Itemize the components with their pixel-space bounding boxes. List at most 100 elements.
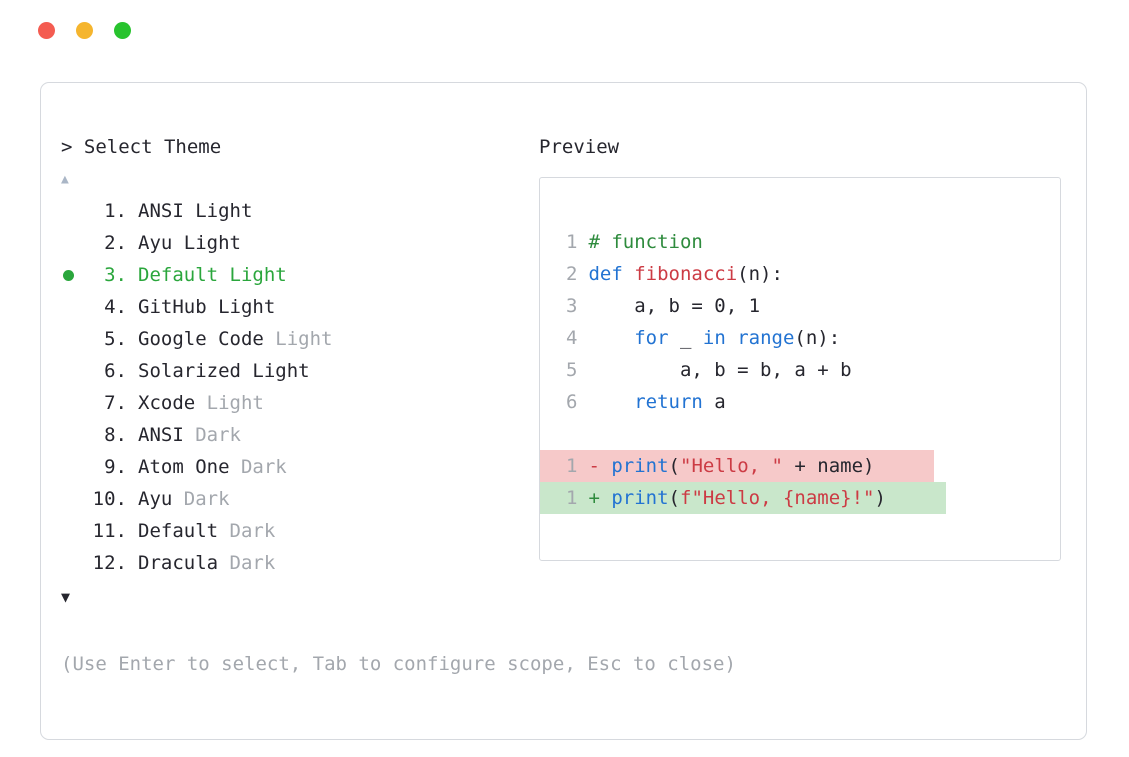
diff-added-line: 1 + print(f"Hello, {name}!")	[540, 482, 946, 514]
theme-item-name: Google Code Light	[138, 328, 333, 350]
theme-item-name: Solarized Light	[138, 360, 310, 382]
line-number: 3	[566, 295, 578, 317]
theme-item-number: 10.	[92, 488, 127, 510]
line-number: 1	[566, 487, 578, 509]
theme-list-item[interactable]: 1. ANSI Light	[61, 195, 521, 227]
theme-picker-panel: > Select Theme ▲ 1. ANSI Light 2. Ayu Light…	[40, 82, 1087, 740]
code-token: a	[702, 391, 726, 413]
code-line: 5 a, b = b, a + b	[540, 354, 1060, 386]
line-number: 1	[566, 231, 578, 253]
theme-item-suffix: Light	[263, 328, 333, 350]
theme-item-name: Ayu Dark	[138, 488, 230, 510]
theme-item-suffix: Light	[195, 392, 264, 414]
theme-item-number: 12.	[92, 552, 127, 574]
code-line: 1 # function	[540, 226, 1060, 258]
theme-list-item[interactable]: 3. Default Light	[61, 259, 521, 291]
line-number: 1	[566, 455, 578, 477]
line-number: 4	[566, 327, 578, 349]
hint-text: (Use Enter to select, Tab to configure s…	[61, 653, 736, 675]
code-line: 2 def fibonacci(n):	[540, 258, 1060, 290]
code-token: _	[668, 327, 703, 349]
code-token: + name)	[782, 455, 875, 477]
line-number: 2	[566, 263, 578, 285]
theme-list-item[interactable]: 9. Atom One Dark	[61, 451, 521, 483]
select-theme-prompt: > Select Theme	[61, 136, 222, 158]
theme-item-name: GitHub Light	[138, 296, 276, 318]
code-token: "Hello, "	[680, 455, 783, 477]
theme-item-number: 2.	[104, 232, 127, 254]
code-token: range	[737, 327, 795, 349]
code-token: (n):	[794, 327, 841, 349]
code-token: print	[611, 455, 669, 477]
theme-item-number: 9.	[104, 456, 127, 478]
theme-item-suffix: Dark	[172, 488, 230, 510]
theme-list-item[interactable]: 12. Dracula Dark	[61, 547, 521, 579]
theme-list-item[interactable]: 7.Xcode Light	[61, 387, 521, 419]
theme-item-number: 11.	[92, 520, 127, 542]
theme-list-item[interactable]: 11. Default Dark	[61, 515, 521, 547]
code-token: a, b = 0, 1	[588, 295, 761, 317]
blank-line	[540, 418, 1060, 450]
preview-label: Preview	[539, 136, 620, 158]
theme-item-number: 3.	[104, 264, 127, 286]
code-token	[588, 391, 634, 413]
theme-list-item[interactable]: 4. GitHub Light	[61, 291, 521, 323]
theme-list-column: > Select Theme ▲ 1. ANSI Light 2. Ayu Light…	[61, 133, 521, 609]
code-token: def	[588, 263, 635, 285]
line-number: 6	[566, 391, 578, 413]
theme-item-name: Xcode Light	[138, 392, 264, 414]
picker-body: > Select Theme ▲ 1. ANSI Light 2. Ayu Light…	[61, 133, 1066, 609]
theme-item-name: Ayu Light	[138, 232, 241, 254]
code-line: 3 a, b = 0, 1	[540, 290, 1060, 322]
theme-item-number: 1.	[104, 200, 127, 222]
code-token: (n):	[737, 263, 783, 285]
theme-item-name: Default Dark	[138, 520, 276, 542]
code-token: in	[702, 327, 726, 349]
theme-list-item[interactable]: 5. Google Code Light	[61, 323, 521, 355]
code-line: 4 for _ in range(n):	[540, 322, 1060, 354]
code-token: +	[588, 487, 612, 509]
diff-removed-line: 1- print("Hello, " + name)	[540, 450, 935, 482]
theme-item-name: Atom One Dark	[138, 456, 287, 478]
code-token: fibonacci	[634, 263, 738, 285]
code-token: f"Hello, {name}!"	[680, 487, 875, 509]
scroll-up-icon: ▲	[61, 172, 69, 187]
selected-dot-icon	[61, 269, 87, 281]
close-button[interactable]	[38, 22, 55, 39]
code-token	[588, 327, 634, 349]
code-token	[726, 327, 737, 349]
code-line: 6 return a	[540, 386, 1060, 418]
theme-item-name: Default Light	[138, 264, 287, 286]
code-token: (	[668, 455, 680, 477]
code-token: a, b = b, a + b	[588, 359, 852, 381]
theme-list-item[interactable]: 8.ANSI Dark	[61, 419, 521, 451]
theme-item-name: ANSI Dark	[138, 424, 241, 446]
minimize-button[interactable]	[76, 22, 93, 39]
theme-item-suffix: Dark	[229, 456, 287, 478]
theme-item-name: Dracula Dark	[138, 552, 276, 574]
theme-item-suffix: Dark	[218, 552, 276, 574]
theme-item-suffix: Dark	[183, 424, 241, 446]
theme-list-item[interactable]: 10. Ayu Dark	[61, 483, 521, 515]
theme-list-item[interactable]: 2. Ayu Light	[61, 227, 521, 259]
code-token: print	[611, 487, 669, 509]
code-token: -	[588, 455, 612, 477]
theme-list-item[interactable]: 6. Solarized Light	[61, 355, 521, 387]
theme-item-number: 5.	[104, 328, 127, 350]
scroll-down-icon: ▼	[61, 588, 71, 606]
theme-list: 1. ANSI Light 2. Ayu Light 3. Default Light 4.…	[61, 195, 521, 579]
code-token: (	[668, 487, 680, 509]
code-token: for	[634, 327, 669, 349]
theme-item-number: 4.	[104, 296, 127, 318]
zoom-button[interactable]	[114, 22, 131, 39]
code-token: return	[634, 391, 703, 413]
code-token: )	[874, 487, 886, 509]
code-token: # function	[588, 231, 703, 253]
theme-item-number: 6.	[104, 360, 127, 382]
theme-item-suffix: Dark	[218, 520, 276, 542]
theme-item-name: ANSI Light	[138, 200, 253, 222]
line-number: 5	[566, 359, 578, 381]
